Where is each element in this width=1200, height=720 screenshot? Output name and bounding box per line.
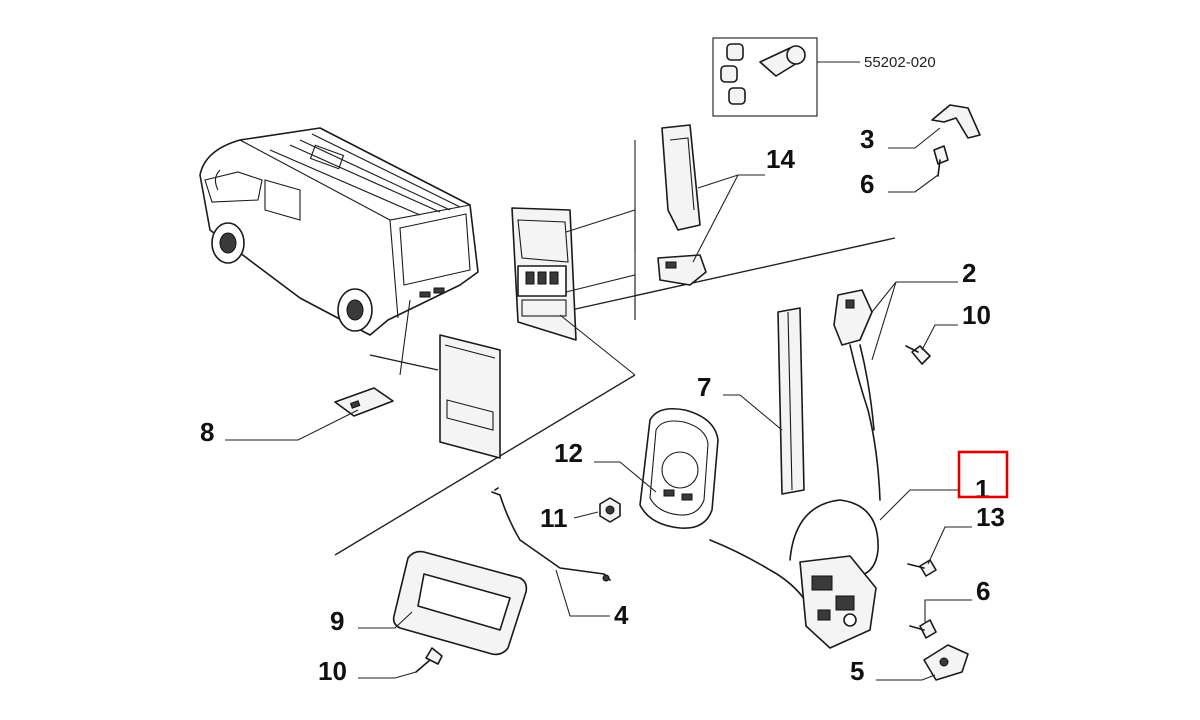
- part-10-bolt-upper: [905, 324, 958, 365]
- label-part-5: 5: [850, 656, 864, 686]
- label-part-12: 12: [554, 438, 583, 468]
- label-part-9: 9: [330, 606, 344, 636]
- part-2-lock-mechanism: [833, 281, 958, 501]
- part-6-screw-lower: [909, 599, 972, 639]
- part-8-plate: [225, 299, 411, 441]
- part-6-screw-upper: [888, 145, 949, 193]
- part-14-trim: [657, 124, 765, 286]
- section-divider-lines: [334, 237, 896, 556]
- label-part-4: 4: [614, 600, 629, 630]
- door-inner-panel: [511, 140, 636, 376]
- kit-cylinders: [720, 43, 806, 105]
- label-part-10-upper: 10: [962, 300, 991, 330]
- label-part-7: 7: [697, 372, 711, 402]
- label-part-3: 3: [860, 124, 874, 154]
- part-13-bolt: [907, 526, 972, 577]
- part-10-screw-lower: [358, 647, 443, 679]
- part-9-handle: [358, 550, 528, 656]
- part-1-lock-actuator: [709, 489, 958, 649]
- part-11-nut: [573, 497, 621, 523]
- part-3-bracket: [888, 104, 981, 149]
- label-part-1: 1: [975, 474, 989, 504]
- kit-box-55202-020: 55202-020: [712, 37, 936, 117]
- part-12-lock-housing: [594, 407, 719, 529]
- label-part-10-lower: 10: [318, 656, 347, 686]
- label-part-14: 14: [766, 144, 795, 174]
- part-7-seal-strip: [723, 307, 805, 495]
- part-4-rod: [491, 487, 611, 617]
- label-part-2: 2: [962, 258, 976, 288]
- label-part-13: 13: [976, 502, 1005, 532]
- van-illustration: [199, 127, 479, 336]
- label-part-6-upper: 6: [860, 169, 874, 199]
- label-part-6-lower: 6: [976, 576, 990, 606]
- kit-code-label: 55202-020: [864, 54, 936, 71]
- part-5-striker: [876, 644, 969, 681]
- reference-numbers: 1 2 3 4 5 6 6 7 8 9 10 10 11 12 13 14: [200, 124, 1005, 686]
- door-panel-lower: [439, 334, 501, 459]
- label-part-8: 8: [200, 417, 214, 447]
- label-part-11: 11: [540, 503, 568, 533]
- highlight-box-part-1: [957, 450, 1009, 499]
